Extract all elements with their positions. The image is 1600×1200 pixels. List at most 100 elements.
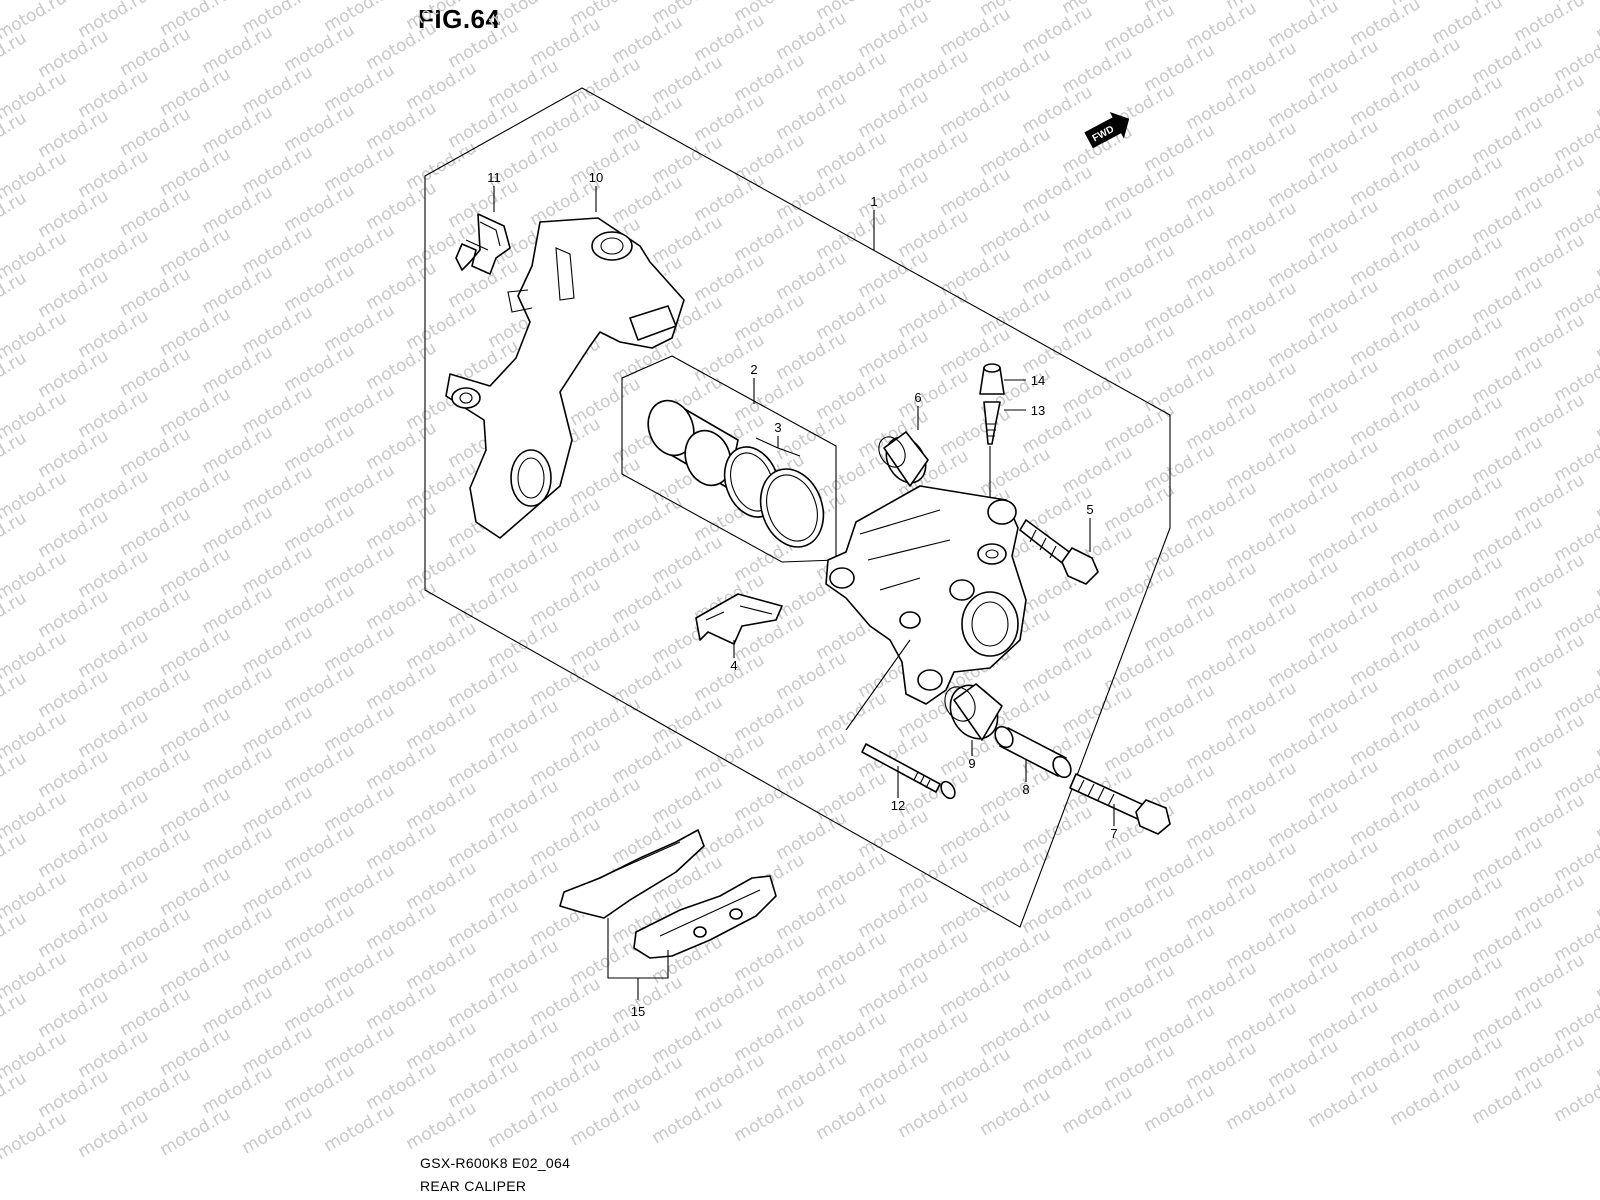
pad-pin-part-12 — [861, 743, 956, 800]
watermark-text: motod.ru — [1265, 236, 1343, 292]
watermark-text: motod.ru — [1183, 718, 1261, 774]
watermark-text: motod.ru — [1059, 442, 1137, 498]
watermark-text: motod.ru — [1223, 838, 1301, 894]
watermark-text: motod.ru — [445, 896, 523, 952]
watermark-text: motod.ru — [117, 904, 195, 960]
watermark-text: motod.ru — [937, 964, 1015, 1020]
watermark-text: motod.ru — [1347, 154, 1425, 210]
watermark-text: motod.ru — [1183, 0, 1261, 54]
watermark-text: motod.ru — [609, 12, 687, 68]
watermark-text: motod.ru — [363, 738, 441, 794]
watermark-text: motod.ru — [1511, 310, 1589, 366]
watermark-text: motod.ru — [527, 814, 605, 870]
callout-6: 6 — [914, 390, 921, 405]
watermark-text: motod.ru — [1019, 882, 1097, 938]
watermark-text: motod.ru — [403, 138, 481, 194]
watermark-text: motod.ru — [1469, 432, 1547, 488]
watermark-text: motod.ru — [199, 262, 277, 318]
callout-leaders — [493, 186, 1115, 826]
watermark-text: motod.ru — [117, 184, 195, 240]
watermark-text: motod.ru — [895, 1006, 973, 1062]
watermark-text: motod.ru — [239, 222, 317, 278]
callout-12: 12 — [891, 798, 905, 813]
watermark-text: motod.ru — [281, 980, 359, 1036]
watermark-text: motod.ru — [977, 444, 1055, 500]
watermark-text: motod.ru — [35, 26, 113, 82]
callout-1: 1 — [870, 194, 877, 209]
watermark-text: motod.ru — [1223, 438, 1301, 494]
watermark-text: motod.ru — [485, 696, 563, 752]
watermark-text: motod.ru — [35, 586, 113, 642]
watermark-text: motod.ru — [731, 1010, 809, 1066]
watermark-text: motod.ru — [75, 626, 153, 682]
watermark-text: motod.ru — [281, 1060, 359, 1116]
caliper-body-part-1 — [825, 485, 1027, 705]
watermark-text: motod.ru — [1305, 1076, 1383, 1132]
watermark-text: motod.ru — [1101, 720, 1179, 776]
watermark-text: motod.ru — [567, 54, 645, 110]
watermark-text: motod.ru — [855, 166, 933, 222]
watermark-text: motod.ru — [1347, 314, 1425, 370]
watermark-text: motod.ru — [1511, 70, 1589, 126]
watermark-text: motod.ru — [691, 330, 769, 386]
watermark-text: motod.ru — [1593, 468, 1600, 524]
watermark-text: motod.ru — [731, 50, 809, 106]
watermark-text: motod.ru — [199, 422, 277, 478]
watermark-text: motod.ru — [567, 454, 645, 510]
watermark-text: motod.ru — [157, 624, 235, 680]
slide-boot-part-9 — [944, 683, 1003, 741]
watermark-text: motod.ru — [1347, 634, 1425, 690]
watermark-text: motod.ru — [321, 540, 399, 596]
watermark-text: motod.ru — [1387, 114, 1465, 170]
watermark-text: motod.ru — [773, 8, 851, 64]
watermark-text: motod.ru — [199, 342, 277, 398]
watermark-text: motod.ru — [1593, 308, 1600, 364]
watermark-text: motod.ru — [281, 580, 359, 636]
watermark-text: motod.ru — [813, 288, 891, 344]
watermark-text: motod.ru — [1347, 954, 1425, 1010]
watermark-text: motod.ru — [281, 100, 359, 156]
watermark-text: motod.ru — [1183, 478, 1261, 534]
watermark-text: motod.ru — [1429, 72, 1507, 128]
watermark-text: motod.ru — [117, 504, 195, 560]
watermark-text: motod.ru — [321, 220, 399, 276]
watermark-text: motod.ru — [895, 206, 973, 262]
watermark-text: motod.ru — [1511, 950, 1589, 1006]
watermark-text: motod.ru — [1019, 962, 1097, 1018]
watermark-text: motod.ru — [691, 170, 769, 226]
watermark-text: motod.ru — [1223, 678, 1301, 734]
watermark-text: motod.ru — [0, 268, 30, 324]
watermark-text: motod.ru — [855, 86, 933, 142]
callout-11: 11 — [487, 170, 501, 185]
watermark-text: motod.ru — [1265, 0, 1343, 52]
watermark-text: motod.ru — [157, 144, 235, 200]
watermark-text: motod.ru — [1101, 560, 1179, 616]
watermark-text: motod.ru — [691, 970, 769, 1026]
watermark-text: motod.ru — [1183, 158, 1261, 214]
watermark-text: motod.ru — [855, 326, 933, 382]
watermark-text: motod.ru — [75, 1106, 153, 1162]
watermark-text: motod.ru — [1305, 436, 1383, 492]
watermark-text: motod.ru — [1387, 834, 1465, 890]
watermark-text: motod.ru — [1469, 752, 1547, 808]
watermark-text: motod.ru — [1469, 992, 1547, 1048]
watermark-text: motod.ru — [691, 650, 769, 706]
watermark-text: motod.ru — [363, 1058, 441, 1114]
watermark-text: motod.ru — [1387, 34, 1465, 90]
watermark-text: motod.ru — [1347, 234, 1425, 290]
watermark-text: motod.ru — [773, 328, 851, 384]
watermark-text: motod.ru — [1387, 994, 1465, 1050]
watermark-text: motod.ru — [813, 1008, 891, 1064]
forward-arrow-icon: FWD — [1084, 112, 1130, 149]
watermark-text: motod.ru — [35, 266, 113, 322]
watermark-text: motod.ru — [157, 1024, 235, 1080]
watermark-text: motod.ru — [117, 1064, 195, 1120]
watermark-text: motod.ru — [75, 466, 153, 522]
watermark-text: motod.ru — [1469, 1072, 1547, 1128]
piston-seal-group-box — [621, 355, 837, 563]
watermark-text: motod.ru — [117, 344, 195, 400]
callout-10: 10 — [589, 170, 603, 185]
watermark-text: motod.ru — [895, 366, 973, 422]
watermark-text: motod.ru — [239, 942, 317, 998]
watermark-text: motod.ru — [1223, 998, 1301, 1054]
